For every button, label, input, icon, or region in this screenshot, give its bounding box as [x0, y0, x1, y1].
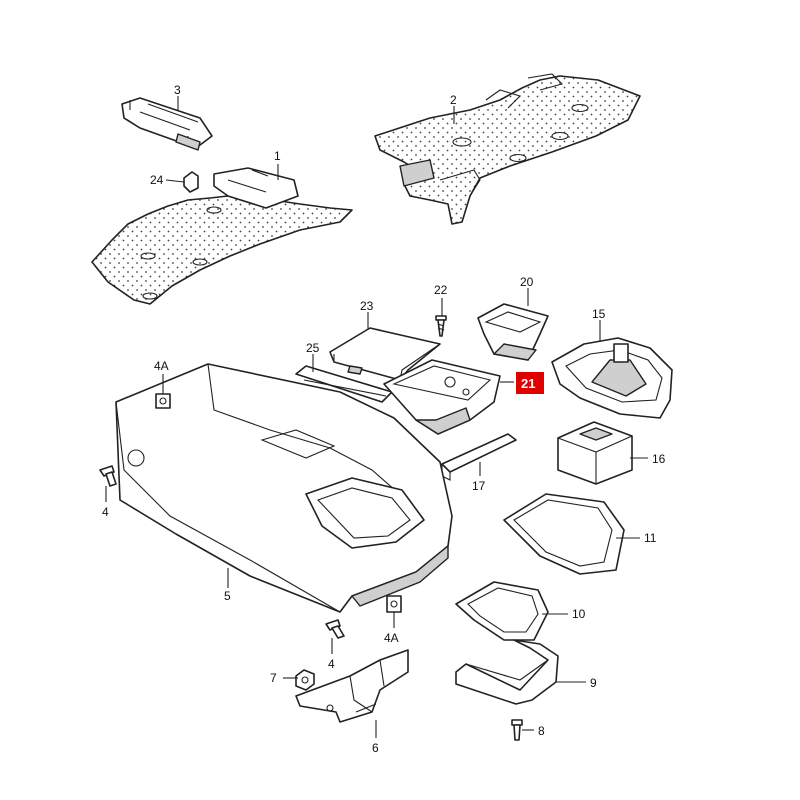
- callout-2: 2: [450, 93, 457, 107]
- callout-24: 24: [150, 173, 164, 187]
- part-5-center-console: [115, 363, 453, 613]
- part-23-lid: [329, 327, 441, 381]
- callout-20: 20: [520, 275, 534, 289]
- callout-17: 17: [472, 479, 486, 493]
- callout-21: 21: [521, 376, 535, 391]
- part-9-bracket: [455, 639, 559, 705]
- callout-6: 6: [372, 741, 379, 755]
- callout-25: 25: [306, 341, 320, 355]
- part-11-frame: [503, 493, 625, 575]
- callout-21-highlight: [516, 372, 544, 394]
- callout-labels: 3 2 1 24 22 20 23 25 15 4A 21 16 17 4 11…: [102, 83, 666, 755]
- part-20-cup: [477, 303, 549, 361]
- part-24-clip: [183, 171, 199, 193]
- part-2-insulation-mat: [374, 73, 641, 225]
- callout-23: 23: [360, 299, 374, 313]
- part-6-mounting-bracket: [295, 649, 409, 723]
- callout-9: 9: [590, 676, 597, 690]
- callout-4-upper: 4: [102, 505, 109, 519]
- part-4a-clip-upper: [155, 393, 171, 409]
- callout-5: 5: [224, 589, 231, 603]
- part-3-bracket: [121, 97, 213, 151]
- part-1-front-insulation: [91, 167, 353, 305]
- part-10-frame: [455, 581, 549, 641]
- callout-11: 11: [644, 531, 657, 545]
- part-8-screw: [511, 719, 523, 741]
- part-4-screw-lower: [325, 619, 345, 639]
- callout-16: 16: [652, 452, 666, 466]
- part-7-nut: [295, 669, 315, 691]
- callout-15: 15: [592, 307, 606, 321]
- callout-4A-lower: 4A: [384, 631, 399, 645]
- callout-7: 7: [270, 671, 277, 685]
- callout-4A-upper: 4A: [154, 359, 169, 373]
- part-21-storage-box: [383, 359, 501, 435]
- callout-10: 10: [572, 607, 586, 621]
- part-17-bar: [441, 433, 517, 481]
- callout-8: 8: [538, 724, 545, 738]
- part-16-foam-block: [557, 421, 633, 485]
- part-4a-clip-lower: [386, 595, 402, 613]
- callout-4-lower: 4: [328, 657, 335, 671]
- callout-22: 22: [434, 283, 448, 297]
- callout-3: 3: [174, 83, 181, 97]
- part-15-gear-boot: [551, 337, 673, 419]
- leader-lines: [105, 96, 648, 738]
- part-4-screw-upper: [99, 465, 117, 487]
- part-22-screw: [435, 315, 447, 337]
- callout-1: 1: [274, 149, 281, 163]
